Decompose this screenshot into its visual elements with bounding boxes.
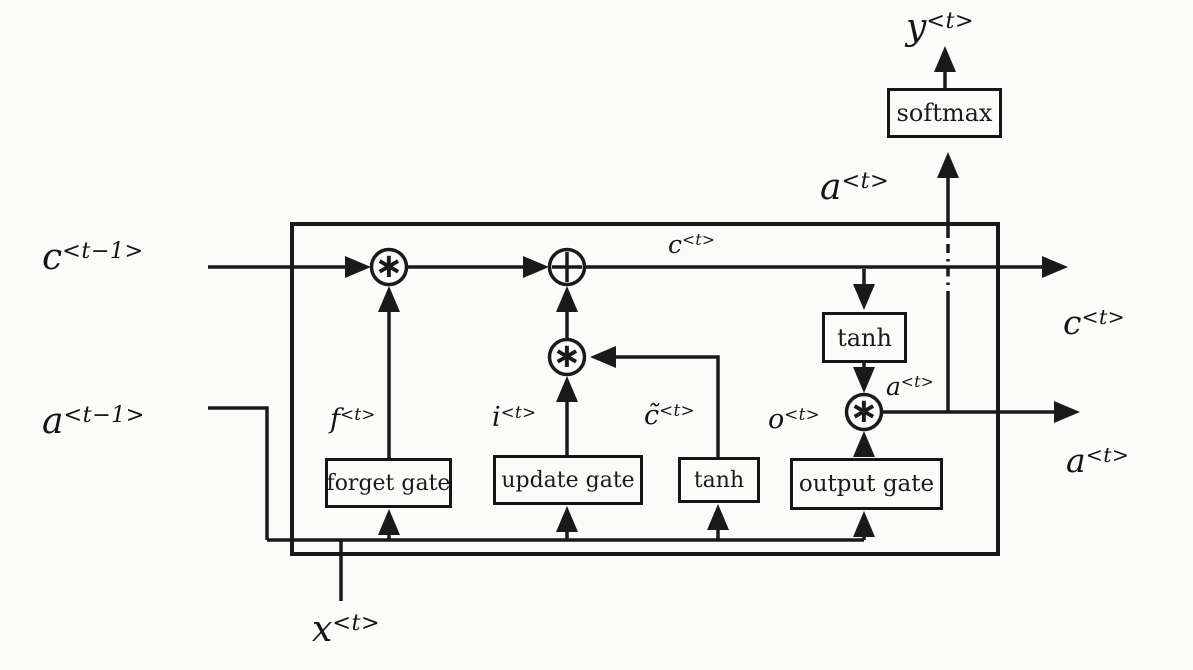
label-y-output-sup: <t> [926, 7, 975, 34]
output-gate-label: output gate [798, 471, 935, 497]
label-c-prev-base: c [42, 237, 63, 278]
add-op-cross [552, 252, 582, 282]
multiply-op-update-icon [547, 337, 587, 377]
arrowhead-output-into-multiply [853, 431, 875, 457]
update-gate-label: update gate [501, 467, 635, 493]
label-forget-activation: f<t> [330, 403, 376, 435]
input-tanh-label: tanh [693, 467, 745, 493]
label-update-activation-sup: <t> [500, 401, 537, 422]
label-a-small-base: a [886, 372, 901, 401]
softmax-box: softmax [887, 88, 1002, 138]
label-c-prev-sup: <t−1> [62, 237, 144, 264]
label-y-output-base: y [906, 7, 927, 48]
label-c-current-inner-sup: <t> [682, 231, 716, 250]
multiply-op-update-glyph: ∗ [553, 336, 582, 376]
multiply-op-icon [369, 247, 409, 287]
cell-boundary-box [290, 222, 1000, 556]
label-x-input: x<t> [312, 612, 380, 648]
label-a-current-top: a<t> [820, 170, 889, 206]
label-c-prev: c<t−1> [42, 240, 144, 276]
arrowhead-into-add-op [523, 256, 549, 278]
label-a-prev-base: a [42, 401, 64, 442]
label-a-prev-sup: <t−1> [63, 401, 145, 428]
label-x-input-sup: <t> [332, 609, 381, 636]
label-a-output-base: a [1066, 441, 1086, 480]
arrowhead-into-forget-multiply [345, 256, 371, 278]
label-a-small: a<t> [886, 374, 934, 399]
label-output-activation-base: o [768, 404, 785, 435]
arrowhead-into-softmax [937, 152, 959, 178]
arrowhead-forget-multiply [378, 286, 400, 312]
output-gate-box: output gate [790, 458, 943, 510]
label-c-output-base: c [1063, 303, 1082, 342]
input-tanh-box: tanh [678, 457, 760, 503]
label-forget-activation-sup: <t> [340, 403, 376, 424]
label-candidate-activation: c̃<t> [644, 399, 695, 431]
label-update-activation: i<t> [492, 401, 537, 433]
softmax-label: softmax [896, 99, 993, 127]
label-a-output-sup: <t> [1085, 442, 1130, 467]
label-forget-activation-base: f [330, 404, 340, 435]
arrowhead-update-into-multiply [556, 376, 578, 402]
label-c-current-inner: c<t> [668, 232, 715, 257]
label-a-small-sup: <t> [900, 373, 935, 392]
arrowhead-candidate-into-multiply [590, 346, 616, 368]
arrowhead-into-output-gate [853, 511, 875, 537]
cell-tanh-box: tanh [822, 312, 907, 363]
arrowhead-into-input-tanh [707, 504, 729, 530]
update-gate-box: update gate [493, 455, 643, 505]
arrowhead-into-cell-tanh [853, 284, 875, 310]
candidate-wire [616, 355, 720, 457]
label-c-output-sup: <t> [1081, 304, 1126, 329]
label-update-activation-base: i [492, 402, 501, 433]
label-candidate-activation-sup: <t> [659, 399, 695, 420]
arrowhead-into-forget-gate [378, 509, 400, 535]
label-c-current-inner-base: c [668, 230, 683, 259]
label-y-output: y<t> [906, 10, 974, 46]
label-a-current-top-sup: <t> [841, 167, 890, 194]
multiply-op-output-glyph: ∗ [850, 391, 879, 431]
cell-tanh-label: tanh [837, 323, 892, 352]
label-c-output: c<t> [1063, 306, 1125, 339]
label-output-activation: o<t> [768, 403, 821, 435]
forget-gate-label: forget gate [326, 470, 451, 496]
label-candidate-activation-base: c̃ [644, 400, 660, 431]
label-a-prev: a<t−1> [42, 404, 145, 440]
label-a-current-top-base: a [820, 167, 842, 208]
forget-gate-box: forget gate [325, 458, 452, 508]
label-x-input-base: x [312, 609, 333, 650]
arrowhead-update-into-add [556, 286, 578, 312]
arrowhead-c-output [1042, 256, 1068, 278]
label-output-activation-sup: <t> [784, 403, 821, 424]
multiply-op-glyph: ∗ [375, 246, 404, 286]
label-a-output: a<t> [1066, 444, 1129, 477]
multiply-op-output-icon [844, 392, 884, 432]
arrowhead-a-output [1054, 401, 1080, 423]
arrowhead-y-output [934, 46, 956, 72]
a-prev-wire [208, 406, 269, 540]
arrowhead-tanh-into-multiply [853, 367, 875, 393]
arrowhead-into-update-gate [556, 506, 578, 532]
